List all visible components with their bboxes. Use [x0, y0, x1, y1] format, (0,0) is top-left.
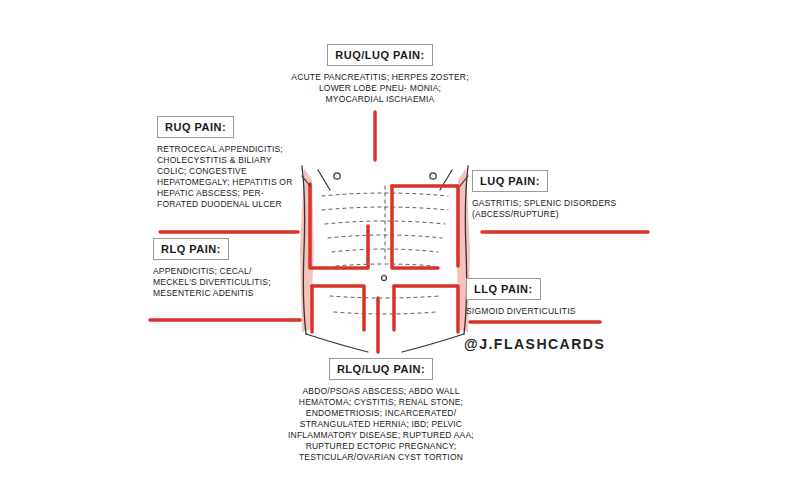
region-heading: LLQ PAIN:: [466, 278, 541, 300]
condition-list: ABDO/PSOAS ABSCESS; ABDO WALL HEMATOMA; …: [278, 386, 484, 463]
watermark: @J.FLASHCARDS: [464, 336, 605, 352]
condition-list: RETROCECAL APPENDICITIS; CHOLECYSTITIS &…: [157, 144, 295, 210]
condition-list: SIGMOID DIVERTICULITIS: [466, 306, 616, 317]
region-heading: RUQ/LUQ PAIN:: [327, 44, 432, 66]
pain-region-group: RLQ PAIN: APPENDICITIS; CECAL/ MECKEL'S D…: [153, 238, 297, 299]
pain-region-group: LLQ PAIN: SIGMOID DIVERTICULITIS: [466, 278, 616, 317]
region-heading: RLQ/LUQ PAIN:: [329, 358, 433, 380]
condition-list: GASTRITIS; SPLENIC DISORDERS (ABCESS/RUP…: [472, 198, 648, 220]
pain-region-group: LUQ PAIN: GASTRITIS; SPLENIC DISORDERS (A…: [472, 170, 648, 220]
pain-region-group: RLQ/LUQ PAIN: ABDO/PSOAS ABSCESS; ABDO WA…: [278, 358, 484, 463]
region-heading: RLQ PAIN:: [153, 238, 229, 260]
region-heading: LUQ PAIN:: [472, 170, 548, 192]
region-heading: RUQ PAIN:: [157, 116, 234, 138]
condition-list: APPENDICITIS; CECAL/ MECKEL'S DIVERTICUL…: [153, 266, 297, 299]
pain-region-group: RUQ PAIN: RETROCECAL APPENDICITIS; CHOLEC…: [157, 116, 295, 210]
condition-list: ACUTE PANCREATITIS; HERPES ZOSTER; LOWER…: [290, 72, 470, 105]
pain-region-group: RUQ/LUQ PAIN: ACUTE PANCREATITIS; HERPES …: [290, 44, 470, 105]
